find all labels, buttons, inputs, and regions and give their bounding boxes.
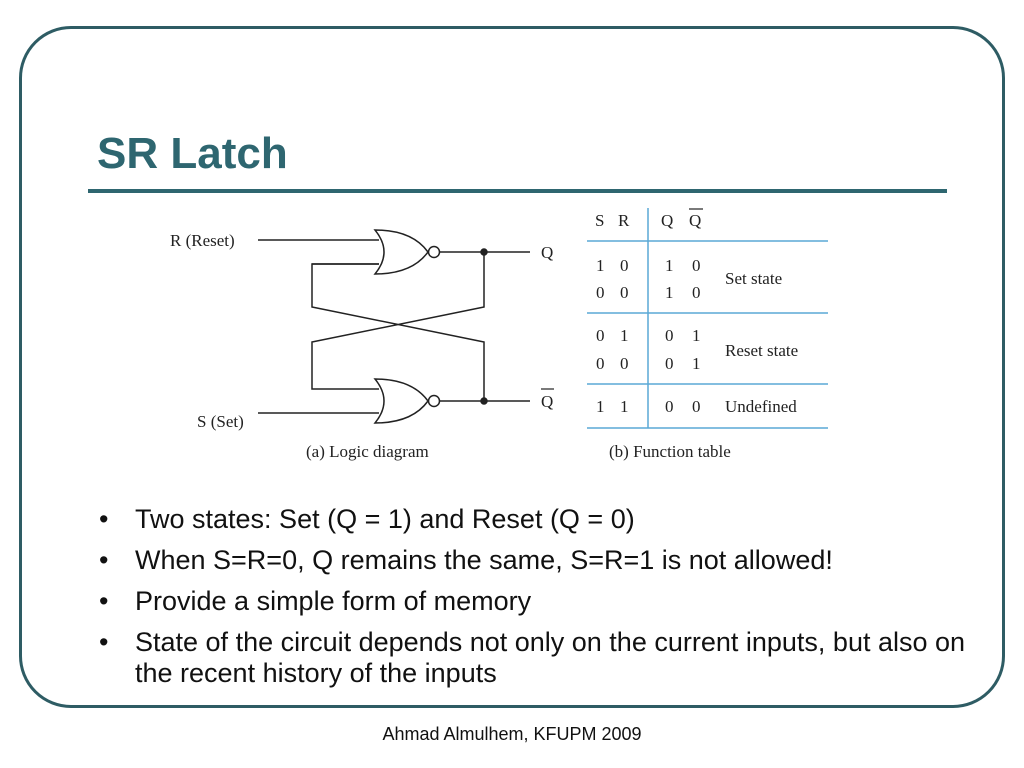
table-cell: 0 (620, 354, 629, 373)
table-cell: 0 (692, 283, 701, 302)
caption-function-table: (b) Function table (609, 442, 731, 461)
nor-gate-top (373, 229, 429, 275)
slide-footer: Ahmad Almulhem, KFUPM 2009 (382, 724, 642, 744)
bullet-dot: • (99, 586, 109, 616)
label-r-input: R (Reset) (170, 231, 235, 250)
table-cell: 0 (596, 354, 605, 373)
table-cell: 0 (665, 354, 674, 373)
caption-logic-diagram: (a) Logic diagram (306, 442, 429, 461)
bullet-text: Provide a simple form of memory (135, 586, 532, 616)
table-cell: 1 (596, 397, 605, 416)
bullet-text: Two states: Set (Q = 1) and Reset (Q = 0… (135, 504, 635, 534)
label-qbar-text: Q (541, 392, 553, 411)
state-label-undefined: Undefined (725, 397, 797, 416)
nor-bubble-top (427, 245, 441, 259)
list-item: • Two states: Set (Q = 1) and Reset (Q = … (97, 504, 977, 535)
nor-gate-bottom (373, 378, 429, 424)
state-label-set: Set state (725, 269, 782, 288)
bullet-list: • Two states: Set (Q = 1) and Reset (Q = … (97, 504, 977, 699)
label-qbar-output: Q (541, 388, 554, 411)
table-header-s: S (595, 211, 604, 230)
table-header-q: Q (661, 211, 673, 230)
figure: R (Reset) S (Set) Q Q (a) Logic diagram … (170, 208, 828, 461)
table-cell: 1 (620, 326, 629, 345)
function-table: S R Q Q 1 0 1 0 0 0 1 0 0 1 0 1 0 0 0 1 … (587, 208, 828, 429)
bullet-text: When S=R=0, Q remains the same, S=R=1 is… (135, 545, 833, 575)
bullet-text: State of the circuit depends not only on… (135, 627, 966, 688)
table-cell: 0 (692, 256, 701, 275)
table-cell: 0 (596, 283, 605, 302)
bullet-dot: • (99, 504, 109, 534)
table-cell: 1 (692, 326, 701, 345)
table-cell: 1 (665, 283, 674, 302)
table-cell: 0 (665, 397, 674, 416)
table-cell: 1 (596, 256, 605, 275)
junction-q (480, 248, 488, 256)
table-cell: 1 (692, 354, 701, 373)
logic-diagram (258, 229, 530, 424)
list-item: • When S=R=0, Q remains the same, S=R=1 i… (97, 545, 977, 576)
slide-title: SR Latch (97, 129, 288, 178)
table-header-r: R (618, 211, 630, 230)
table-cell: 0 (620, 256, 629, 275)
wire-feedback-cross (311, 252, 485, 401)
list-item: • State of the circuit depends not only o… (97, 627, 977, 689)
title-underline (88, 189, 947, 193)
nor-bubble-bottom (427, 394, 441, 408)
label-q-output: Q (541, 243, 553, 262)
table-cell: 1 (665, 256, 674, 275)
table-cell: 0 (665, 326, 674, 345)
bullet-dot: • (99, 545, 109, 575)
bullet-dot: • (99, 627, 109, 657)
table-cell: 1 (620, 397, 629, 416)
table-cell: 0 (620, 283, 629, 302)
table-header-qbar: Q (689, 211, 701, 230)
table-cell: 0 (692, 397, 701, 416)
slide-frame (19, 26, 1005, 708)
label-s-input: S (Set) (197, 412, 244, 431)
junction-qbar (480, 397, 488, 405)
list-item: • Provide a simple form of memory (97, 586, 977, 617)
table-cell: 0 (596, 326, 605, 345)
state-label-reset: Reset state (725, 341, 798, 360)
